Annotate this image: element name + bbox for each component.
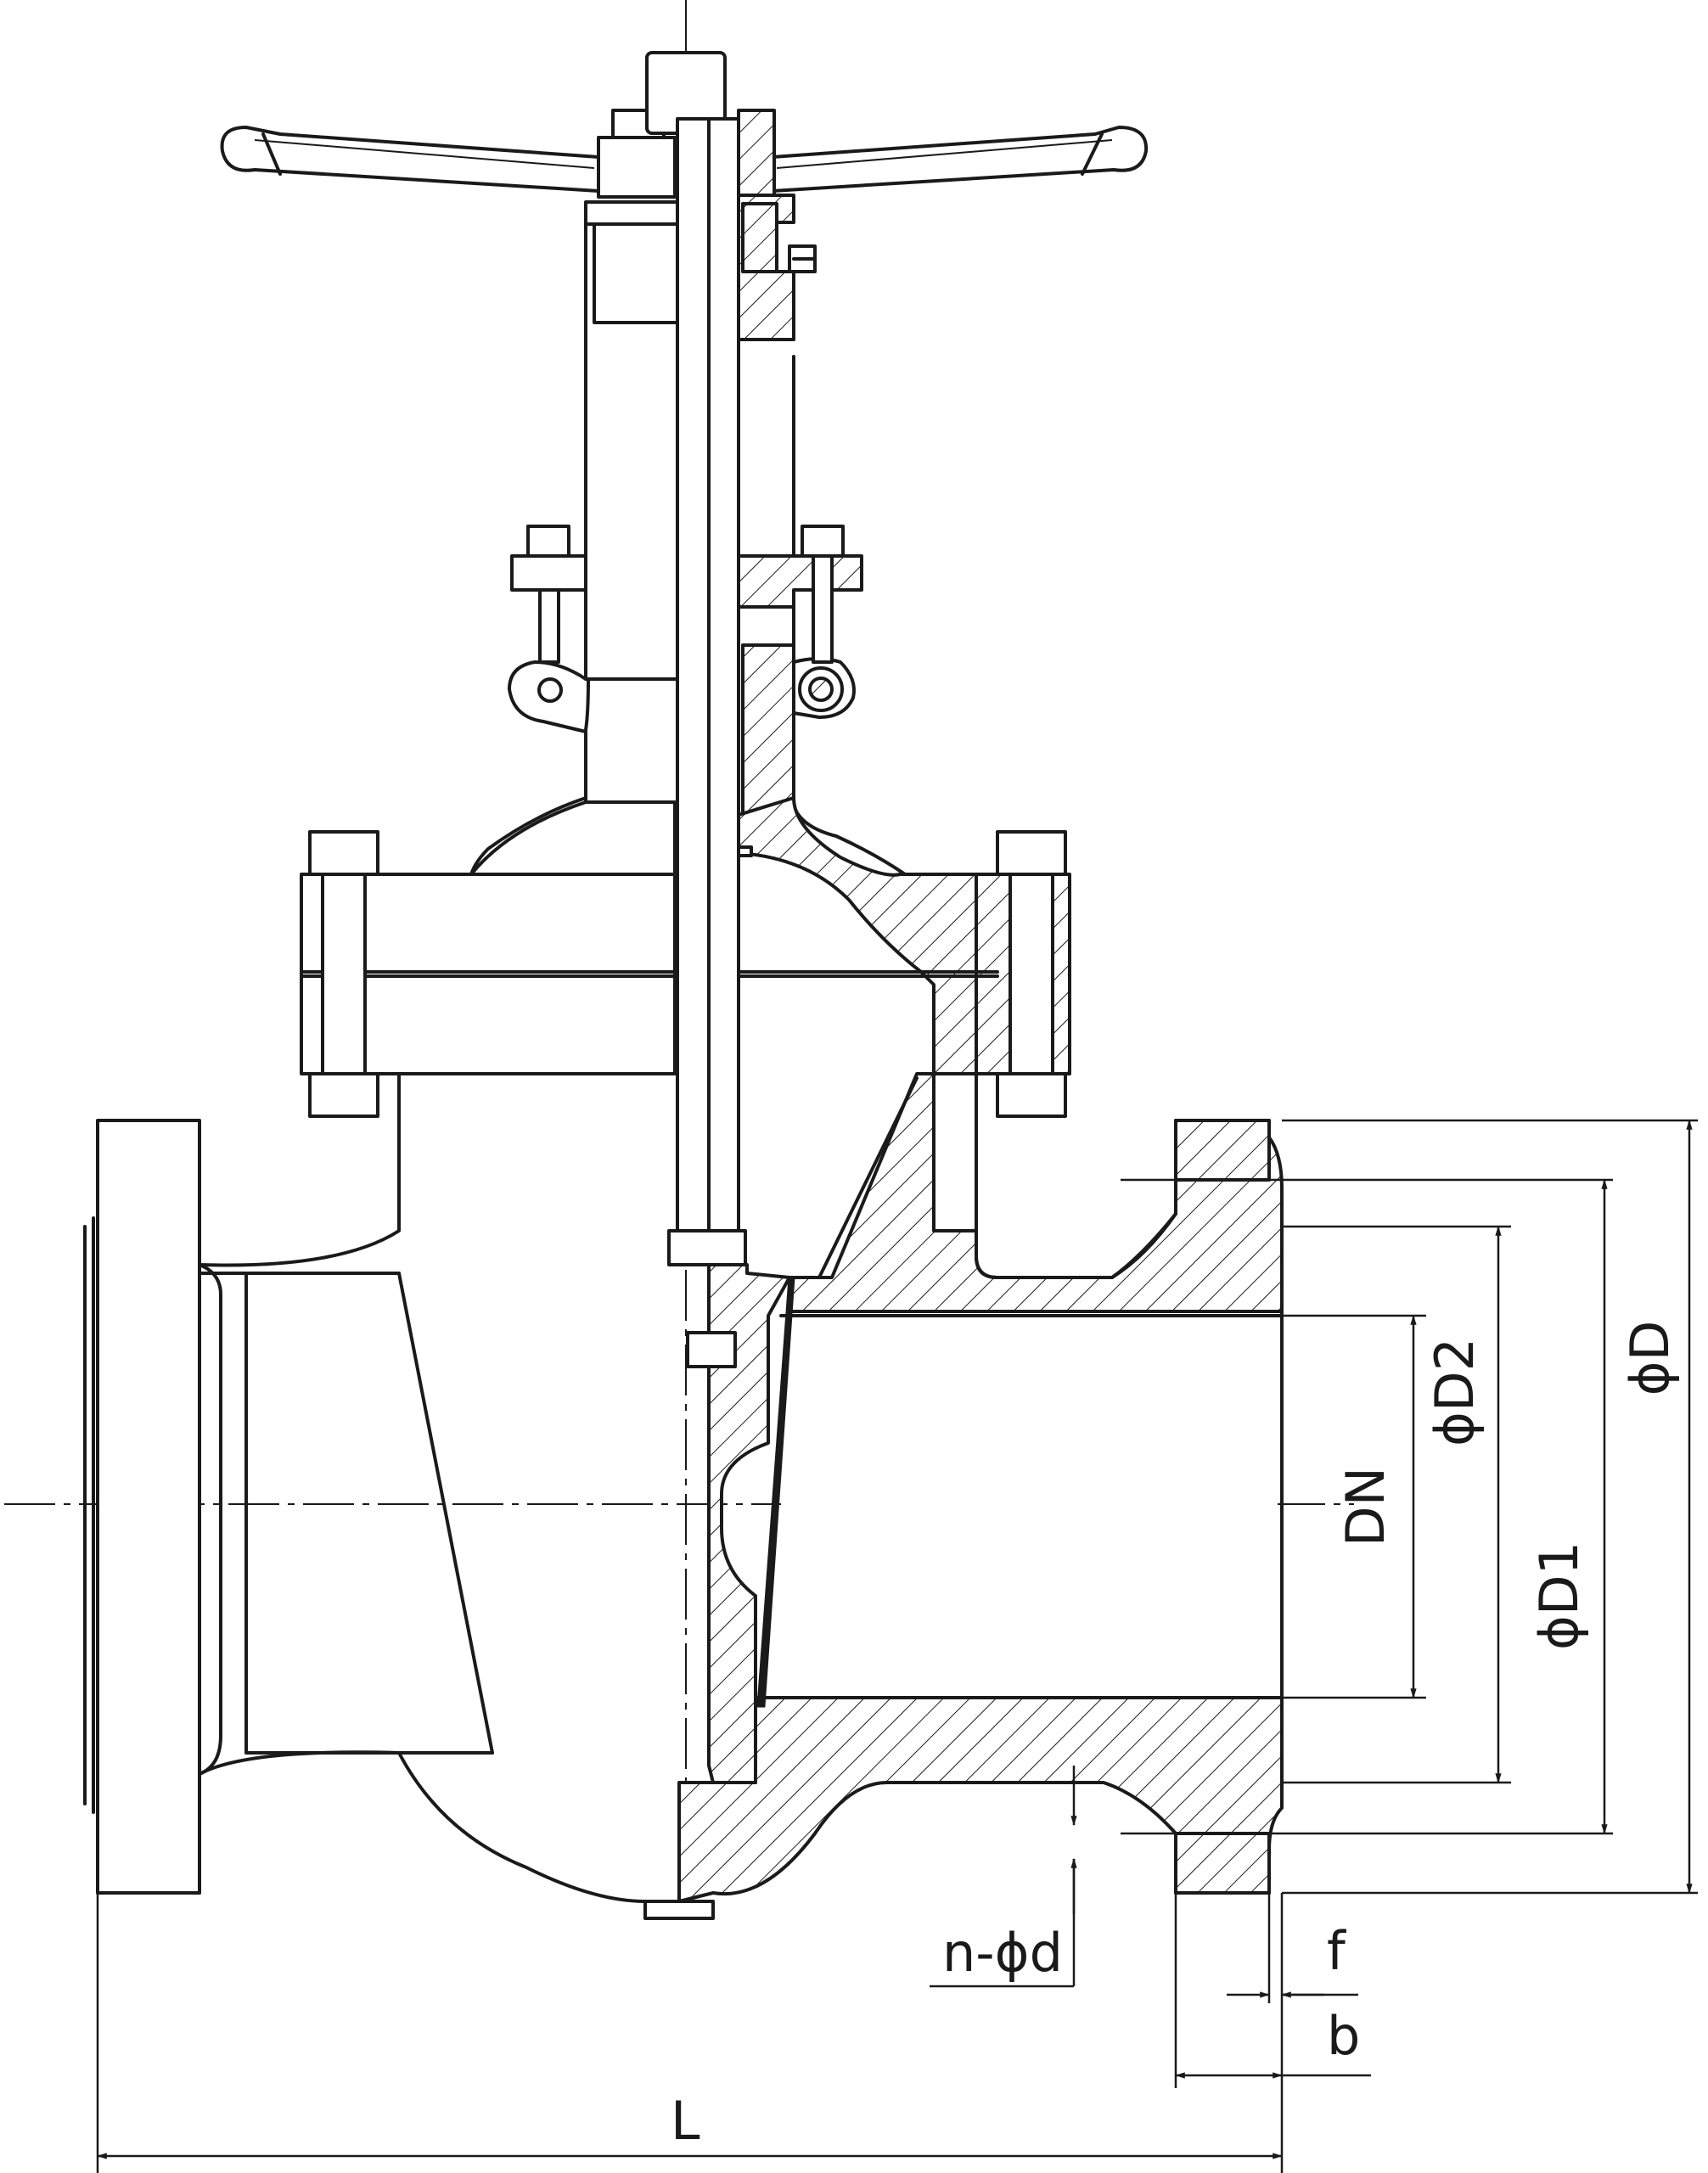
label-bolt-holes: n-ϕd [942,1922,1063,1984]
bonnet-flange [300,830,1071,1118]
label-dn: DN [1334,1467,1396,1547]
valve-body [83,1072,1284,1920]
label-d1: ϕD1 [1528,1541,1590,1650]
dimensions [96,1119,1698,2173]
stem [667,117,747,1266]
label-b: b [1327,2005,1360,2067]
wedge [686,1076,919,1784]
handwheel [220,51,1149,199]
dimension-labels: DN ϕD2 ϕD1 ϕD n-ϕd f b L [671,1321,1681,2152]
label-f: f [1327,1920,1347,1982]
label-d2: ϕD2 [1424,1338,1486,1446]
label-l: L [671,2090,700,2152]
label-d: ϕD [1619,1321,1681,1396]
